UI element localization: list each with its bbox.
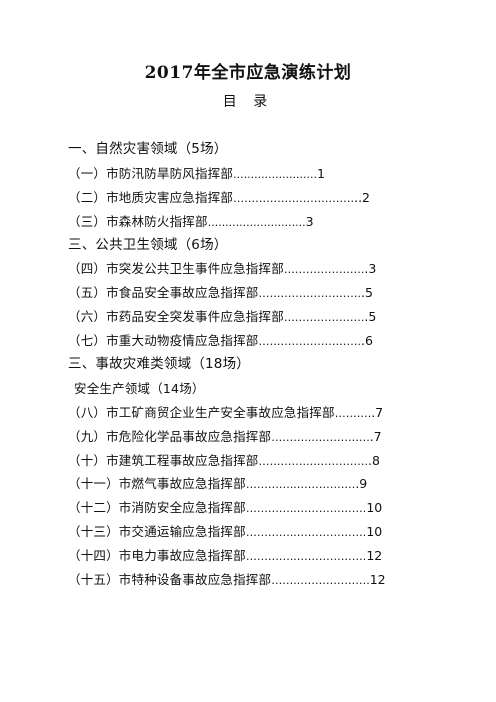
toc-entry[interactable]: （九）市危险化学品事故应急指挥部………..……………..7 bbox=[68, 425, 428, 449]
toc-entry-label: （三）市森林防火指挥部 bbox=[68, 213, 208, 229]
toc-entry-label: （六）市药品安全突发事件应急指挥部 bbox=[68, 309, 284, 325]
toc-entry-label: （十二）市消防安全应急指挥部 bbox=[68, 500, 246, 516]
toc-entry-label: 三、公共卫生领域（6场） bbox=[68, 236, 228, 253]
toc-section-heading: 三、公共卫生领域（6场） bbox=[68, 234, 428, 258]
toc-entry[interactable]: （二）市地质灾害应急指挥部……………………………..2 bbox=[68, 186, 428, 210]
toc-entry[interactable]: （十五）市特种设备事故应急指挥部……..……………….12 bbox=[68, 568, 428, 592]
toc-entry-label: （十四）市电力事故应急指挥部 bbox=[68, 548, 246, 564]
toc-leader-dots: ………………………. bbox=[258, 335, 362, 349]
toc-leader-dots: ……..………………. bbox=[271, 574, 370, 588]
toc-page-number: .5 bbox=[361, 285, 373, 301]
toc-leader-dots: …………………………… bbox=[233, 191, 355, 205]
toc-leader-dots: …………………. bbox=[283, 311, 365, 325]
toc-entry[interactable]: （十二）市消防安全应急指挥部…………..……………….10 bbox=[68, 496, 428, 520]
toc-page-number: ..2 bbox=[354, 189, 371, 205]
toc-leader-dots: ............................ bbox=[207, 215, 306, 229]
toc-page-number: .8 bbox=[368, 452, 380, 468]
toc-leader-dots: …………..………………. bbox=[245, 550, 367, 564]
toc-entry-label: （八）市工矿商贸企业生产安全事故应急指挥部 bbox=[68, 404, 335, 420]
toc-page-number: .7 bbox=[369, 428, 382, 444]
toc-entry[interactable]: （十四）市电力事故应急指挥部…………..……………….12 bbox=[68, 544, 428, 568]
toc-entry-label: （二）市地质灾害应急指挥部 bbox=[68, 189, 234, 205]
toc-heading: 目 录 bbox=[222, 94, 274, 110]
toc-entry-label: （十）市建筑工程事故应急指挥部 bbox=[68, 452, 259, 468]
toc-page-number: 12 bbox=[369, 572, 386, 588]
toc-leader-dots: …………..………………. bbox=[245, 502, 367, 516]
toc-leader-dots: ………………………. bbox=[258, 287, 362, 301]
toc-entry[interactable]: （七）市重大动物疫情应急指挥部………………………..6 bbox=[68, 329, 428, 353]
document-title: 2017年全市应急演练计划 bbox=[144, 63, 352, 83]
toc-entry-label: （十五）市特种设备事故应急指挥部 bbox=[68, 572, 272, 588]
toc-leader-dots: …………..………………. bbox=[245, 526, 367, 540]
toc-section-heading: 三、事故灾难类领域（18场） bbox=[68, 353, 428, 377]
toc-entry[interactable]: （一）市防汛防旱防风指挥部........................1 bbox=[68, 162, 428, 186]
toc-entry[interactable]: （四）市突发公共卫生事件应急指挥部…………………..3 bbox=[68, 257, 428, 281]
toc-page-number: .5 bbox=[364, 309, 377, 325]
toc-leader-dots: ………. bbox=[334, 406, 372, 420]
toc-entry-label: （十三）市交通运输应急指挥部 bbox=[68, 524, 246, 540]
toc-leader-dots: …………..……………. bbox=[258, 454, 369, 468]
toc-page-number: 10 bbox=[366, 500, 383, 516]
toc-section-heading: 一、自然灾害领域（5场） bbox=[68, 138, 428, 162]
toc-subsection-heading: 安全生产领域（14场） bbox=[68, 377, 428, 401]
toc-page-number: .7 bbox=[371, 404, 384, 420]
toc-entry-label: （四）市突发公共卫生事件应急指挥部 bbox=[68, 261, 284, 277]
toc-page-number: .3 bbox=[364, 261, 377, 277]
toc-leader-dots: …………………. bbox=[283, 263, 365, 277]
toc-entry-label: 安全生产领域（14场） bbox=[74, 380, 205, 396]
toc-leader-dots: ………..……………. bbox=[271, 430, 370, 444]
toc-page-number: .9 bbox=[355, 476, 368, 492]
toc-entry[interactable]: （五）市食品安全事故应急指挥部………………………..5 bbox=[68, 281, 428, 305]
toc-page-number: .6 bbox=[361, 333, 373, 349]
toc-entry-label: （十一）市燃气事故应急指挥部 bbox=[68, 476, 246, 492]
toc-entry-label: （五）市食品安全事故应急指挥部 bbox=[68, 285, 259, 301]
toc-page-number: 3 bbox=[305, 213, 314, 229]
toc-page-number: 12 bbox=[366, 548, 383, 564]
toc-entry-label: （九）市危险化学品事故应急指挥部 bbox=[68, 428, 272, 444]
toc-page-number: 10 bbox=[366, 524, 383, 540]
toc-entry[interactable]: （十）市建筑工程事故应急指挥部…………..……………..8 bbox=[68, 449, 428, 473]
toc-entry-label: （七）市重大动物疫情应急指挥部 bbox=[68, 333, 259, 349]
toc-entry[interactable]: （十三）市交通运输应急指挥部…………..……………….10 bbox=[68, 520, 428, 544]
toc-entry-label: 三、事故灾难类领域（18场） bbox=[68, 356, 250, 373]
toc-entry-label: （一）市防汛防旱防风指挥部 bbox=[68, 165, 234, 181]
table-of-contents: 一、自然灾害领域（5场） （一）市防汛防旱防风指挥部...............… bbox=[68, 138, 428, 592]
toc-leader-dots: …………..……………. bbox=[245, 478, 356, 492]
toc-entry[interactable]: （八）市工矿商贸企业生产安全事故应急指挥部………..7 bbox=[68, 401, 428, 425]
toc-entry[interactable]: （三）市森林防火指挥部............................3 bbox=[68, 210, 428, 234]
toc-entry[interactable]: （十一）市燃气事故应急指挥部…………..……………..9 bbox=[68, 472, 428, 496]
toc-entry[interactable]: （六）市药品安全突发事件应急指挥部…………………..5 bbox=[68, 305, 428, 329]
toc-leader-dots: ........................ bbox=[233, 167, 318, 181]
toc-page-number: 1 bbox=[317, 165, 325, 181]
toc-entry-label: 一、自然灾害领域（5场） bbox=[68, 141, 228, 157]
